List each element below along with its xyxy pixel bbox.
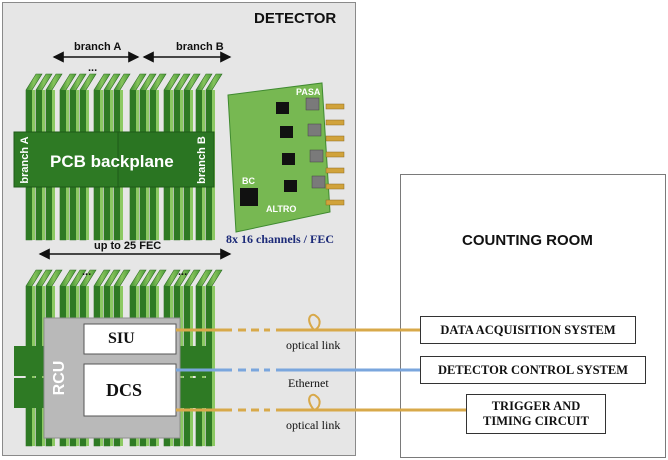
branch-b-label: branch B (176, 41, 224, 53)
trigger-timing-box: TRIGGER AND TIMING CIRCUIT (466, 394, 606, 434)
dcs-box (83, 363, 177, 417)
ellipsis-lower-1: ... (82, 266, 92, 278)
rcu-label: RCU (51, 361, 68, 396)
siu-label: SIU (108, 330, 135, 347)
counting-room-title: COUNTING ROOM (462, 232, 593, 249)
branch-a-label: branch A (74, 41, 122, 53)
bc-label: BC (242, 176, 255, 186)
channels-label: 8x 16 channels / FEC (226, 232, 335, 246)
optical-link-label-2: optical link (286, 418, 341, 432)
side-label-branch-a: branch A (19, 136, 31, 183)
altro-label: ALTRO (266, 204, 297, 214)
fec-stack-upper (13, 73, 223, 241)
detector-control-system-label: DETECTOR CONTROL SYSTEM (437, 362, 629, 377)
dcs-label: DCS (106, 380, 143, 400)
trigger-timing-line2: TIMING CIRCUIT (483, 414, 589, 428)
fec-connectors (325, 103, 345, 206)
pasa-label: PASA (296, 87, 321, 97)
optical-link-trigger (176, 393, 466, 412)
ethernet-label: Ethernet (288, 376, 329, 390)
ellipsis-lower-2: ... (178, 266, 188, 278)
fec-count-label: up to 25 FEC (94, 240, 162, 252)
side-label-branch-b: branch B (196, 136, 208, 184)
pcb-backplane-label: PCB backplane (50, 152, 174, 171)
detector-control-system-box: DETECTOR CONTROL SYSTEM (420, 356, 646, 384)
data-acquisition-system-box: DATA ACQUISITION SYSTEM (420, 316, 636, 344)
optical-link-daq (176, 313, 420, 332)
optical-link-label-1: optical link (286, 338, 341, 352)
ellipsis-upper: ... (88, 62, 98, 74)
detector-title: DETECTOR (254, 10, 337, 27)
data-acquisition-system-label: DATA ACQUISITION SYSTEM (440, 322, 616, 337)
trigger-timing-line1: TRIGGER AND (491, 399, 581, 413)
siu-box (83, 323, 177, 355)
front-end-card (227, 82, 345, 233)
